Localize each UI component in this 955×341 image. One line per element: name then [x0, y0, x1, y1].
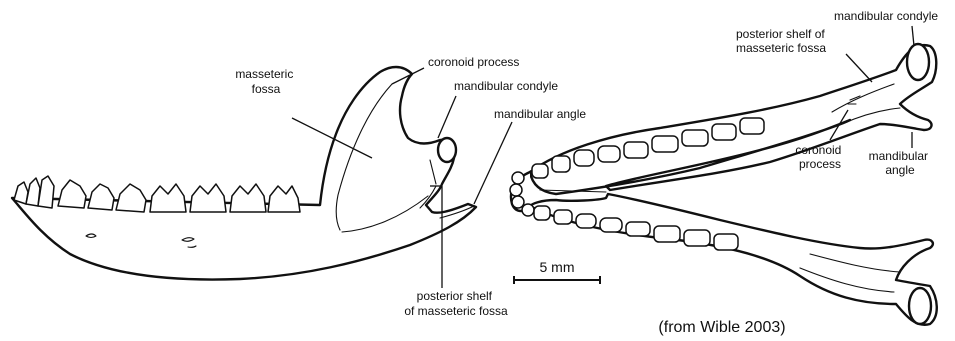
label-posterior-shelf-line1: posterior shelf [417, 289, 493, 303]
occlusal-view [510, 44, 937, 325]
label-occlusal-posterior-shelf-line2: masseteric fossa [736, 41, 826, 55]
label-occlusal-coronoid: coronoid process [795, 143, 844, 171]
label-coronoid-process: coronoid process [428, 55, 519, 69]
occlusal-upper-tooth-1 [532, 164, 548, 178]
lateral-condyle [438, 138, 456, 162]
label-occlusal-posterior-shelf: posterior shelf of masseteric fossa [736, 27, 828, 55]
lateral-tooth-canine [38, 176, 54, 208]
occlusal-lower-tooth-4 [600, 218, 622, 232]
leader-mandibular-condyle [438, 96, 456, 138]
lateral-tooth-premolar-2 [88, 184, 114, 210]
lateral-tooth-premolar-3 [116, 184, 146, 212]
label-occlusal-posterior-shelf-line1: posterior shelf of [736, 27, 825, 41]
label-occlusal-coronoid-line1: coronoid [795, 143, 841, 157]
lateral-tooth-premolar-1 [58, 180, 86, 208]
occlusal-incisor-3 [512, 196, 524, 208]
label-posterior-shelf-line2: of masseteric fossa [404, 304, 508, 318]
occlusal-lower-tooth-5 [626, 222, 650, 236]
leader-mandibular-angle [474, 122, 512, 204]
label-occlusal-angle-line1: mandibular [869, 149, 928, 163]
source-credit: (from Wible 2003) [658, 319, 785, 336]
occlusal-upper-ramus [530, 45, 936, 194]
occlusal-upper-tooth-2 [552, 156, 570, 172]
occlusal-upper-tooth-7 [682, 130, 708, 146]
occlusal-upper-tooth-3 [574, 150, 594, 166]
label-masseteric-fossa: masseteric fossa [235, 67, 296, 96]
occlusal-lower-tooth-1 [534, 206, 550, 220]
occlusal-lower-tooth-2 [554, 210, 572, 224]
label-occlusal-angle-line2: angle [885, 163, 915, 177]
leader-occlusal-condyle [912, 26, 914, 46]
label-masseteric-fossa-line1: masseteric [235, 67, 293, 81]
lateral-tooth-molar-3 [230, 184, 266, 212]
occlusal-incisor-4 [522, 204, 534, 216]
occlusal-upper-tooth-4 [598, 146, 620, 162]
occlusal-upper-tooth-8 [712, 124, 736, 140]
lateral-tooth-molar-1 [150, 184, 186, 212]
occlusal-lower-tooth-7 [684, 230, 710, 246]
label-posterior-shelf: posterior shelf of masseteric fossa [404, 289, 508, 318]
label-masseteric-fossa-line2: fossa [252, 82, 281, 96]
lateral-tooth-molar-4 [268, 186, 300, 212]
label-occlusal-coronoid-line2: process [799, 157, 841, 171]
occlusal-lower-tooth-6 [654, 226, 680, 242]
label-mandibular-condyle: mandibular condyle [454, 79, 558, 93]
label-occlusal-angle: mandibular angle [869, 149, 932, 177]
occlusal-upper-tooth-6 [652, 136, 678, 152]
lateral-view [12, 67, 476, 280]
scale-bar: 5 mm [514, 259, 600, 284]
occlusal-incisor-2 [510, 184, 522, 196]
occlusal-upper-condyle [907, 44, 929, 80]
occlusal-upper-tooth-9 [740, 118, 764, 134]
occlusal-upper-tooth-5 [624, 142, 648, 158]
scale-bar-label: 5 mm [540, 259, 575, 275]
label-occlusal-condyle: mandibular condyle [834, 9, 938, 23]
leader-occlusal-posterior-shelf [846, 54, 872, 82]
lateral-dentary-outline [12, 67, 476, 280]
occlusal-lower-condyle [909, 288, 931, 324]
occlusal-lower-tooth-8 [714, 234, 738, 250]
label-mandibular-angle: mandibular angle [494, 107, 586, 121]
lateral-tooth-molar-2 [190, 184, 226, 212]
occlusal-incisor-1 [512, 172, 524, 184]
occlusal-lower-tooth-3 [576, 214, 596, 228]
